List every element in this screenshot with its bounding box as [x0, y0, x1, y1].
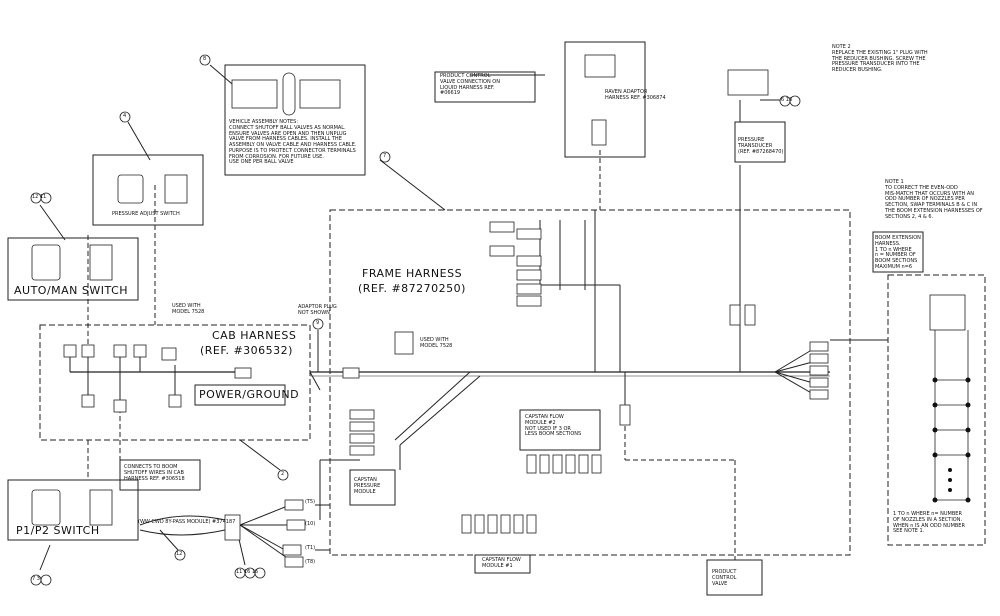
cab-harness-title: CAB HARNESS	[212, 329, 297, 342]
callout-12: 12	[176, 551, 183, 557]
product-control-valve-box	[706, 559, 763, 596]
pressure-adjust-switch-label: PRESSURE ADJUST SWITCH	[112, 211, 180, 217]
raven-adaptor-label: RAVEN ADAPTOR HARNESS REF. #306874	[605, 89, 666, 101]
capstan-flow-1-box	[474, 554, 531, 574]
note-2: NOTE 2 REPLACE THE EXISTING 1" PLUG WITH…	[832, 44, 928, 73]
frame-harness-ref: (REF. #87270250)	[358, 282, 466, 295]
callout-6-13: 6 13	[781, 97, 793, 103]
vehicle-assembly-box	[224, 64, 366, 176]
boom-extension-note: BOOM EXTENSION HARNESS. 1 TO n WHERE n =…	[875, 235, 921, 270]
pressure-transducer-label: PRESSURE TRANSDUCER (REF. #87268470)	[738, 137, 784, 155]
callout-7-3: 7 3	[32, 576, 40, 582]
cab-harness-boundary	[39, 324, 311, 441]
two-way-module-label: (WW CWD 8Y-PASS MODULE) #374187	[138, 519, 236, 525]
callout-11-16-15: 11 16 15	[236, 569, 259, 575]
wire-tag: (T1)	[305, 545, 316, 551]
connects-boom-label: CONNECTS TO BOOM SHUTOFF WIRES IN CAB HA…	[124, 464, 185, 482]
power-ground-label: POWER/GROUND	[199, 388, 300, 401]
used-with-7528-cab-label: USED WITH MODEL 7528	[172, 303, 205, 315]
capstan-pressure-label: CAPSTAN PRESSURE MODULE	[354, 477, 381, 495]
note-1: NOTE 1 TO CORRECT THE EVEN-ODD MIS-MATCH…	[885, 179, 983, 220]
callout-9: 9	[316, 320, 320, 326]
capstan-flow-1-label: CAPSTAN FLOW MODULE #1	[482, 557, 521, 569]
frame-harness-title: FRAME HARNESS	[362, 267, 463, 280]
product-control-valve-conn-box	[434, 71, 536, 103]
adaptor-plug-label: ADAPTOR PLUG NOT SHOWN	[298, 304, 337, 316]
wire-tag: (T5)	[305, 499, 316, 505]
boom-extension-boundary	[887, 274, 986, 546]
callout-7: 7	[383, 153, 387, 159]
p1p2-switch-label: P1/P2 SWITCH	[16, 524, 100, 537]
pressure-adjust-switch-box	[92, 154, 204, 226]
callout-2: 2	[281, 471, 285, 477]
frame-harness-boundary	[329, 209, 851, 556]
pressure-transducer-box	[734, 121, 786, 163]
auto-man-switch-label: AUTO/MAN SWITCH	[14, 284, 129, 297]
callout-8: 8	[203, 56, 207, 62]
connects-boom-box	[119, 459, 201, 491]
raven-adaptor-box	[564, 41, 646, 158]
capstan-pressure-box	[349, 469, 396, 506]
capstan-flow-2-label: CAPSTAN FLOW MODULE #2 NOT USED IF 3 OR …	[525, 414, 582, 438]
vehicle-assembly-notes: VEHICLE ASSEMBLY NOTES: CONNECT SHUTOFF …	[229, 119, 357, 166]
capstan-flow-2-box	[519, 409, 601, 451]
power-ground-box	[194, 384, 286, 406]
nozzles-note: 1 TO n WHERE n= NUMBER OF NOZZLES IN A S…	[893, 511, 965, 535]
callout-12-11: 12 11	[32, 194, 47, 200]
auto-man-switch-box	[7, 237, 139, 301]
p1p2-switch-box	[7, 479, 139, 541]
cab-harness-ref: (REF. #306532)	[200, 344, 293, 357]
wire-tag: (10)	[305, 521, 316, 527]
product-control-valve-label: PRODUCT CONTROL VALVE	[712, 569, 737, 587]
product-control-valve-connection-label: PRODUCT CONTROL VALVE CONNECTION ON LIQU…	[440, 73, 500, 97]
used-with-7528-frame-label: USED WITH MODEL 7528	[420, 337, 453, 349]
wire-tag: (T8)	[305, 559, 316, 565]
callout-4: 4	[123, 113, 127, 119]
boom-ext-box	[872, 231, 924, 273]
